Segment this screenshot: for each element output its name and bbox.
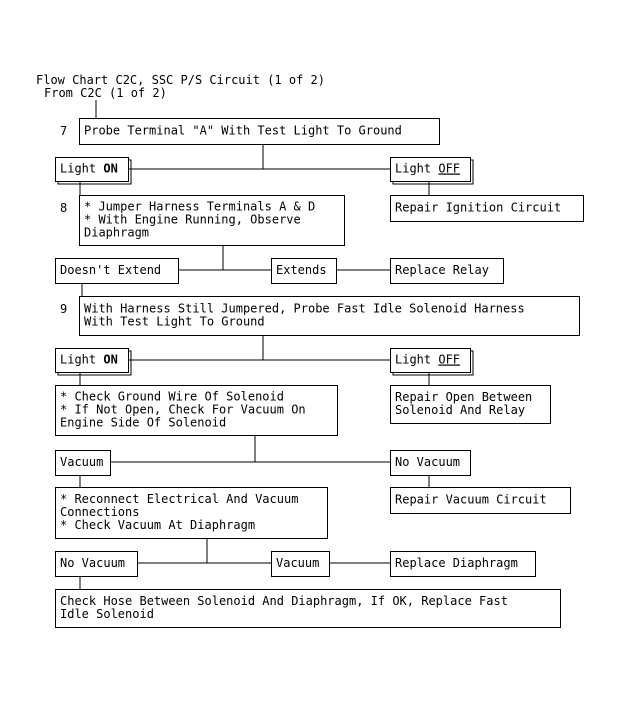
box-outline xyxy=(271,258,337,284)
box-outline xyxy=(390,551,536,577)
node-text-line: Doesn't Extend xyxy=(60,263,161,277)
box-outline xyxy=(55,551,138,577)
node-text-line: * Check Ground Wire Of Solenoid xyxy=(60,390,284,404)
node-text-line: Repair Ignition Circuit xyxy=(395,201,561,215)
node-replace-relay: Replace Relay xyxy=(390,258,504,284)
node-light-off-2: Light OFF xyxy=(390,348,474,376)
box-outline xyxy=(271,551,330,577)
node-light-on-1: Light ON xyxy=(55,157,132,185)
box-shadow xyxy=(392,350,474,376)
node-text-line: Engine Side Of Solenoid xyxy=(60,416,226,430)
node-text-line: Solenoid And Relay xyxy=(395,403,525,417)
chart-subtitle: From C2C (1 of 2) xyxy=(44,86,167,100)
box-outline xyxy=(390,450,471,476)
node-repair-ignition: Repair Ignition Circuit xyxy=(390,195,584,222)
box-shadow xyxy=(392,159,474,185)
text-segment: Light xyxy=(395,353,438,367)
node-text-line: Repair Open Between xyxy=(395,390,532,404)
box-outline xyxy=(390,157,471,182)
node-text-line: Vacuum xyxy=(60,455,103,469)
nodes: Probe Terminal "A" With Test Light To Gr… xyxy=(55,118,584,628)
box-outline xyxy=(79,195,345,246)
node-light-on-2: Light ON xyxy=(55,348,132,376)
box-outline xyxy=(55,258,179,284)
node-vacuum-1: Vacuum xyxy=(55,450,111,476)
box-outline xyxy=(55,157,129,182)
node-replace-diaphragm: Replace Diaphragm xyxy=(390,551,536,577)
box-outline xyxy=(55,348,129,373)
node-text-line: * Reconnect Electrical And Vacuum xyxy=(60,492,298,506)
chart-title: Flow Chart C2C, SSC P/S Circuit (1 of 2) xyxy=(36,73,325,87)
node-reconnect: * Reconnect Electrical And Vacuum Connec… xyxy=(55,487,328,539)
text-emphasis: OFF xyxy=(438,162,460,176)
box-outline xyxy=(55,385,338,436)
node-text-line: Light OFF xyxy=(395,353,460,367)
step-number-8: 8 xyxy=(60,201,67,215)
node-no-vacuum-1: No Vacuum xyxy=(390,450,471,476)
box-outline xyxy=(390,258,504,284)
node-text-line: Idle Solenoid xyxy=(60,607,154,621)
box-outline xyxy=(390,348,471,373)
node-text-line: Probe Terminal "A" With Test Light To Gr… xyxy=(84,124,402,138)
node-text-line: Replace Relay xyxy=(395,263,489,277)
node-check-ground: * Check Ground Wire Of Solenoid* If Not … xyxy=(55,385,338,436)
connectors xyxy=(79,100,430,589)
box-outline xyxy=(390,195,584,222)
node-light-off-1: Light OFF xyxy=(390,157,474,185)
text-emphasis: ON xyxy=(103,353,117,367)
node-text-line: Extends xyxy=(276,263,327,277)
node-text-line: With Harness Still Jumpered, Probe Fast … xyxy=(84,302,525,316)
box-outline xyxy=(390,385,551,424)
node-text-line: No Vacuum xyxy=(60,556,125,570)
node-text-line: No Vacuum xyxy=(395,455,460,469)
node-text-line: Replace Diaphragm xyxy=(395,556,518,570)
box-shadow xyxy=(57,159,132,185)
box-outline xyxy=(55,487,328,539)
node-text-line: Connections xyxy=(60,505,139,519)
node-text-line: * Jumper Harness Terminals A & D xyxy=(84,200,315,214)
node-text-line: Vacuum xyxy=(276,556,319,570)
text-segment: Light xyxy=(395,162,438,176)
text-segment: Light xyxy=(60,353,103,367)
node-text-line: With Test Light To Ground xyxy=(84,315,265,329)
node-probe-a: Probe Terminal "A" With Test Light To Gr… xyxy=(79,118,440,145)
node-repair-vacuum: Repair Vacuum Circuit xyxy=(390,487,571,514)
node-text-line: Repair Vacuum Circuit xyxy=(395,493,547,507)
box-outline xyxy=(79,118,440,145)
box-outline xyxy=(79,296,580,336)
text-segment: Light xyxy=(60,162,103,176)
node-no-vacuum-2: No Vacuum xyxy=(55,551,138,577)
node-text-line: * With Engine Running, Observe xyxy=(84,213,301,227)
node-text-line: Light OFF xyxy=(395,162,460,176)
box-shadow xyxy=(57,350,132,376)
box-outline xyxy=(55,589,561,628)
node-check-hose: Check Hose Between Solenoid And Diaphrag… xyxy=(55,589,561,628)
node-text-line: Light ON xyxy=(60,162,118,176)
node-extends: Extends xyxy=(271,258,337,284)
node-text-line: Light ON xyxy=(60,353,118,367)
step-number-7: 7 xyxy=(60,124,67,138)
box-outline xyxy=(390,487,571,514)
text-emphasis: ON xyxy=(103,162,117,176)
node-text-line: * Check Vacuum At Diaphragm xyxy=(60,518,255,532)
node-jumper: * Jumper Harness Terminals A & D* With E… xyxy=(79,195,345,246)
node-vacuum-2: Vacuum xyxy=(271,551,330,577)
node-text-line: Check Hose Between Solenoid And Diaphrag… xyxy=(60,594,508,608)
node-doesnt-extend: Doesn't Extend xyxy=(55,258,179,284)
node-probe-fast-idle: With Harness Still Jumpered, Probe Fast … xyxy=(79,296,580,336)
node-text-line: Diaphragm xyxy=(84,226,149,240)
box-outline xyxy=(55,450,111,476)
text-emphasis: OFF xyxy=(438,353,460,367)
step-number-9: 9 xyxy=(60,302,67,316)
node-text-line: * If Not Open, Check For Vacuum On xyxy=(60,403,306,417)
